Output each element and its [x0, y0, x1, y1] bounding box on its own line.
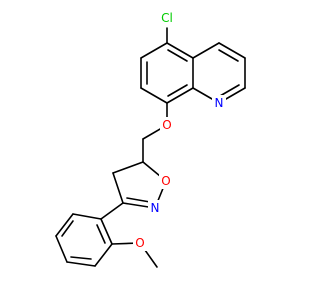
atom-label-o-methoxy: O — [135, 236, 144, 250]
bond-c4a-c4 — [192, 42, 220, 59]
bonds — [55, 27, 246, 268]
atom-o-methoxy: O — [133, 235, 147, 251]
bond-c8-c7 — [140, 87, 168, 104]
bond-ar1-ar2 — [72, 213, 102, 220]
bond-c5-c4a-inner — [167, 49, 188, 62]
bond-c4-c3-inner — [218, 49, 239, 62]
atom-label-n-ring: N — [151, 201, 160, 215]
bond-c4-c3 — [218, 42, 246, 59]
atom-labels: Cl N O O N O — [133, 10, 226, 251]
bond-c8a-c8-inner — [167, 84, 188, 97]
atom-o-ring: O — [159, 173, 173, 189]
bond-ar3-ar4 — [55, 235, 68, 263]
atom-label-cl: Cl — [161, 11, 173, 25]
atom-cl: Cl — [157, 10, 177, 26]
atom-n-ring: N — [148, 200, 162, 216]
bond-c2-n1-inner — [219, 84, 240, 97]
bond-c6-c5 — [140, 42, 168, 59]
bond-c5-c4a — [166, 42, 194, 59]
bond-ar6-ar1 — [100, 218, 113, 245]
bond-c8a-c8 — [166, 87, 194, 104]
atom-o-ether: O — [160, 117, 174, 133]
atom-n-quinoline: N — [212, 95, 226, 111]
atom-label-n-quinoline: N — [215, 96, 224, 110]
bond-n-c3-double-inner — [126, 197, 151, 203]
bond-ar5-ar6 — [94, 243, 113, 267]
bond-c4-c5 — [112, 161, 144, 174]
atom-label-o-ring: O — [161, 174, 170, 188]
bond-ar2-ar3-inner — [61, 220, 74, 237]
chemical-structure: Cl N O O N O — [55, 10, 246, 268]
bond-ar2-ar3 — [55, 213, 74, 237]
bond-ar4-ar5-inner — [70, 256, 92, 260]
bond-c3-aryl — [100, 202, 124, 220]
bond-ar6-ar1-inner — [96, 224, 106, 244]
atom-label-o-ether: O — [162, 118, 171, 132]
bond-ar4-ar5 — [66, 261, 96, 267]
bond-c3-c4 — [112, 172, 124, 204]
